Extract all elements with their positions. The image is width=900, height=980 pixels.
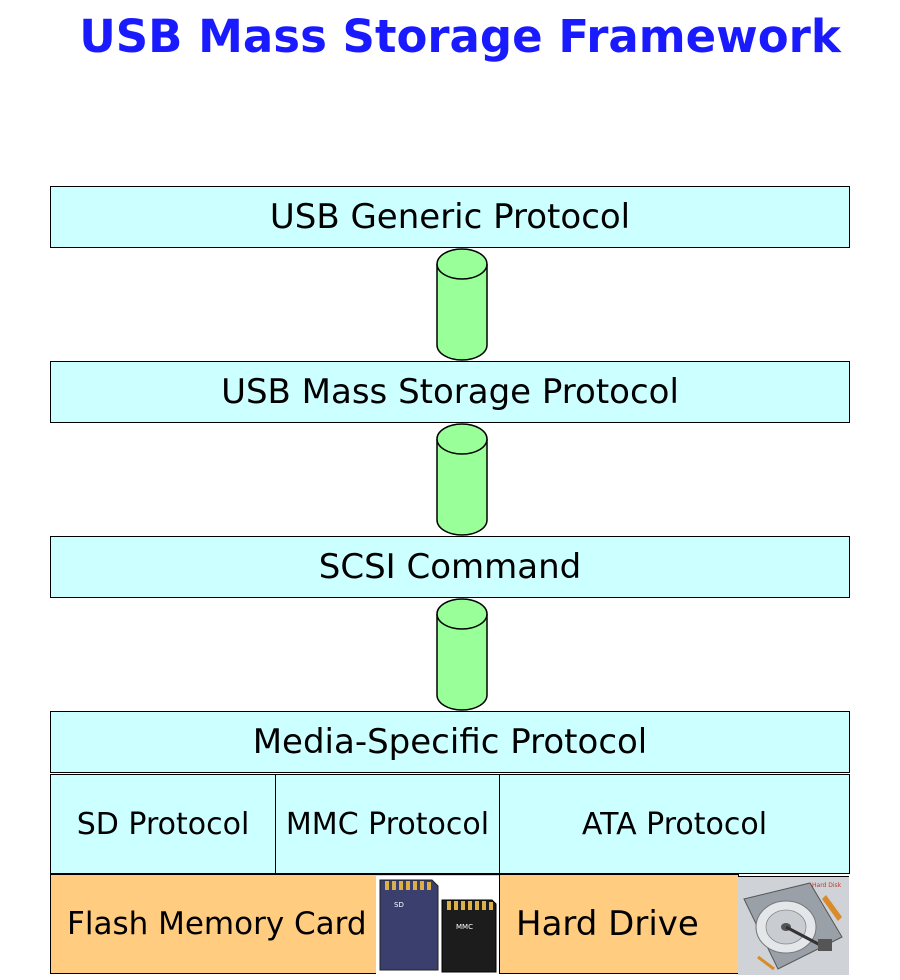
hard-drive-label: Hard Drive [516,904,699,944]
ata-protocol-box: ATA Protocol [499,774,850,874]
mmc-card-text: MMC [456,923,473,931]
layer-scsi-command: SCSI Command [50,536,850,598]
sd-protocol-box: SD Protocol [50,774,276,874]
mmc-protocol-box: MMC Protocol [275,774,500,874]
memory-cards-image: SD MMC [376,876,499,974]
connector-cylinder-1 [436,248,488,361]
hard-drive-box: Hard Drive [499,874,739,974]
connector-cylinder-2 [436,423,488,536]
layer-usb-generic-protocol: USB Generic Protocol [50,186,850,248]
layer-usb-mass-storage-protocol: USB Mass Storage Protocol [50,361,850,423]
sd-card-text: SD [394,901,404,909]
flash-memory-card-label: Flash Memory Card [67,906,367,942]
layer-media-specific-protocol: Media-Specific Protocol [50,711,850,773]
hard-drive-image: Hard Disk [738,876,849,975]
connector-cylinder-3 [436,598,488,711]
diagram-title: USB Mass Storage Framework [79,10,841,63]
hard-disk-caption: Hard Disk [812,882,842,889]
